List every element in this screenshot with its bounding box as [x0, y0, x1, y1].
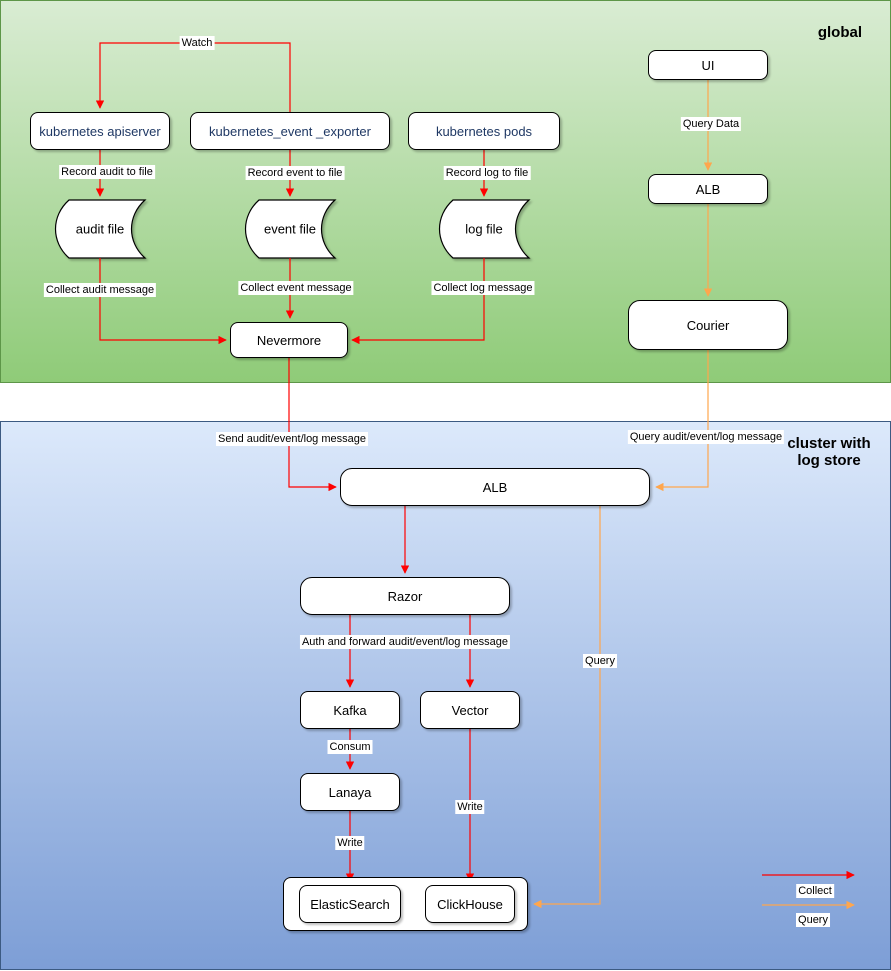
- node-audit-file-label: audit file: [75, 221, 125, 237]
- edge-collect-audit: [99, 258, 227, 345]
- node-nevermore: Nevermore: [230, 322, 348, 358]
- edge-alb-storage-query: [533, 506, 601, 909]
- node-vector: Vector: [420, 691, 520, 729]
- edge-label-query-side: Query: [583, 654, 617, 668]
- node-kubernetes-pods: kubernetes pods: [408, 112, 560, 150]
- node-lanaya: Lanaya: [300, 773, 400, 811]
- region-global-label: global: [817, 24, 862, 41]
- region-cluster-label: cluster with log store: [787, 435, 871, 469]
- node-ui: UI: [648, 50, 768, 80]
- edge-label-collect-audit: Collect audit message: [43, 283, 157, 297]
- edge-label-write-lanaya: Write: [335, 836, 365, 850]
- log-file-shape: [439, 199, 531, 259]
- node-razor: Razor: [300, 577, 510, 615]
- node-kubernetes-apiserver: kubernetes apiserver: [30, 112, 170, 150]
- legend-collect-label: Collect: [796, 884, 834, 898]
- node-log-file-label: log file: [465, 221, 503, 237]
- edge-label-record-log: Record log to file: [443, 166, 531, 180]
- edge-collect-log: [351, 258, 485, 345]
- edge-label-collect-event: Collect event message: [238, 281, 354, 295]
- edge-label-query-message: Query audit/event/log message: [627, 430, 785, 444]
- node-kafka: Kafka: [300, 691, 400, 729]
- event-file-shape: [245, 199, 337, 259]
- node-event-file-label: event file: [263, 221, 317, 237]
- node-alb-global: ALB: [648, 174, 768, 204]
- node-kubernetes-event-exporter: kubernetes_event _exporter: [190, 112, 390, 150]
- edge-courier-alb: [655, 350, 709, 492]
- node-clickhouse: ClickHouse: [425, 885, 515, 923]
- edge-label-auth-forward: Auth and forward audit/event/log message: [299, 635, 511, 649]
- edge-label-watch: Watch: [179, 36, 215, 50]
- edge-label-write-vector: Write: [455, 800, 485, 814]
- edge-label-consum: Consum: [327, 740, 373, 754]
- edge-label-record-event: Record event to file: [245, 166, 345, 180]
- audit-file-shape: [55, 199, 147, 259]
- edge-label-record-audit: Record audit to file: [59, 165, 155, 179]
- edge-watch: [95, 42, 291, 112]
- edge-label-query-data: Query Data: [680, 117, 742, 131]
- legend-query-label: Query: [796, 913, 830, 927]
- edge-label-collect-log: Collect log message: [431, 281, 535, 295]
- edge-label-send-message: Send audit/event/log message: [216, 432, 368, 446]
- node-courier: Courier: [628, 300, 788, 350]
- node-alb-cluster: ALB: [340, 468, 650, 506]
- node-elasticsearch: ElasticSearch: [299, 885, 401, 923]
- edge-send-message: [288, 358, 337, 492]
